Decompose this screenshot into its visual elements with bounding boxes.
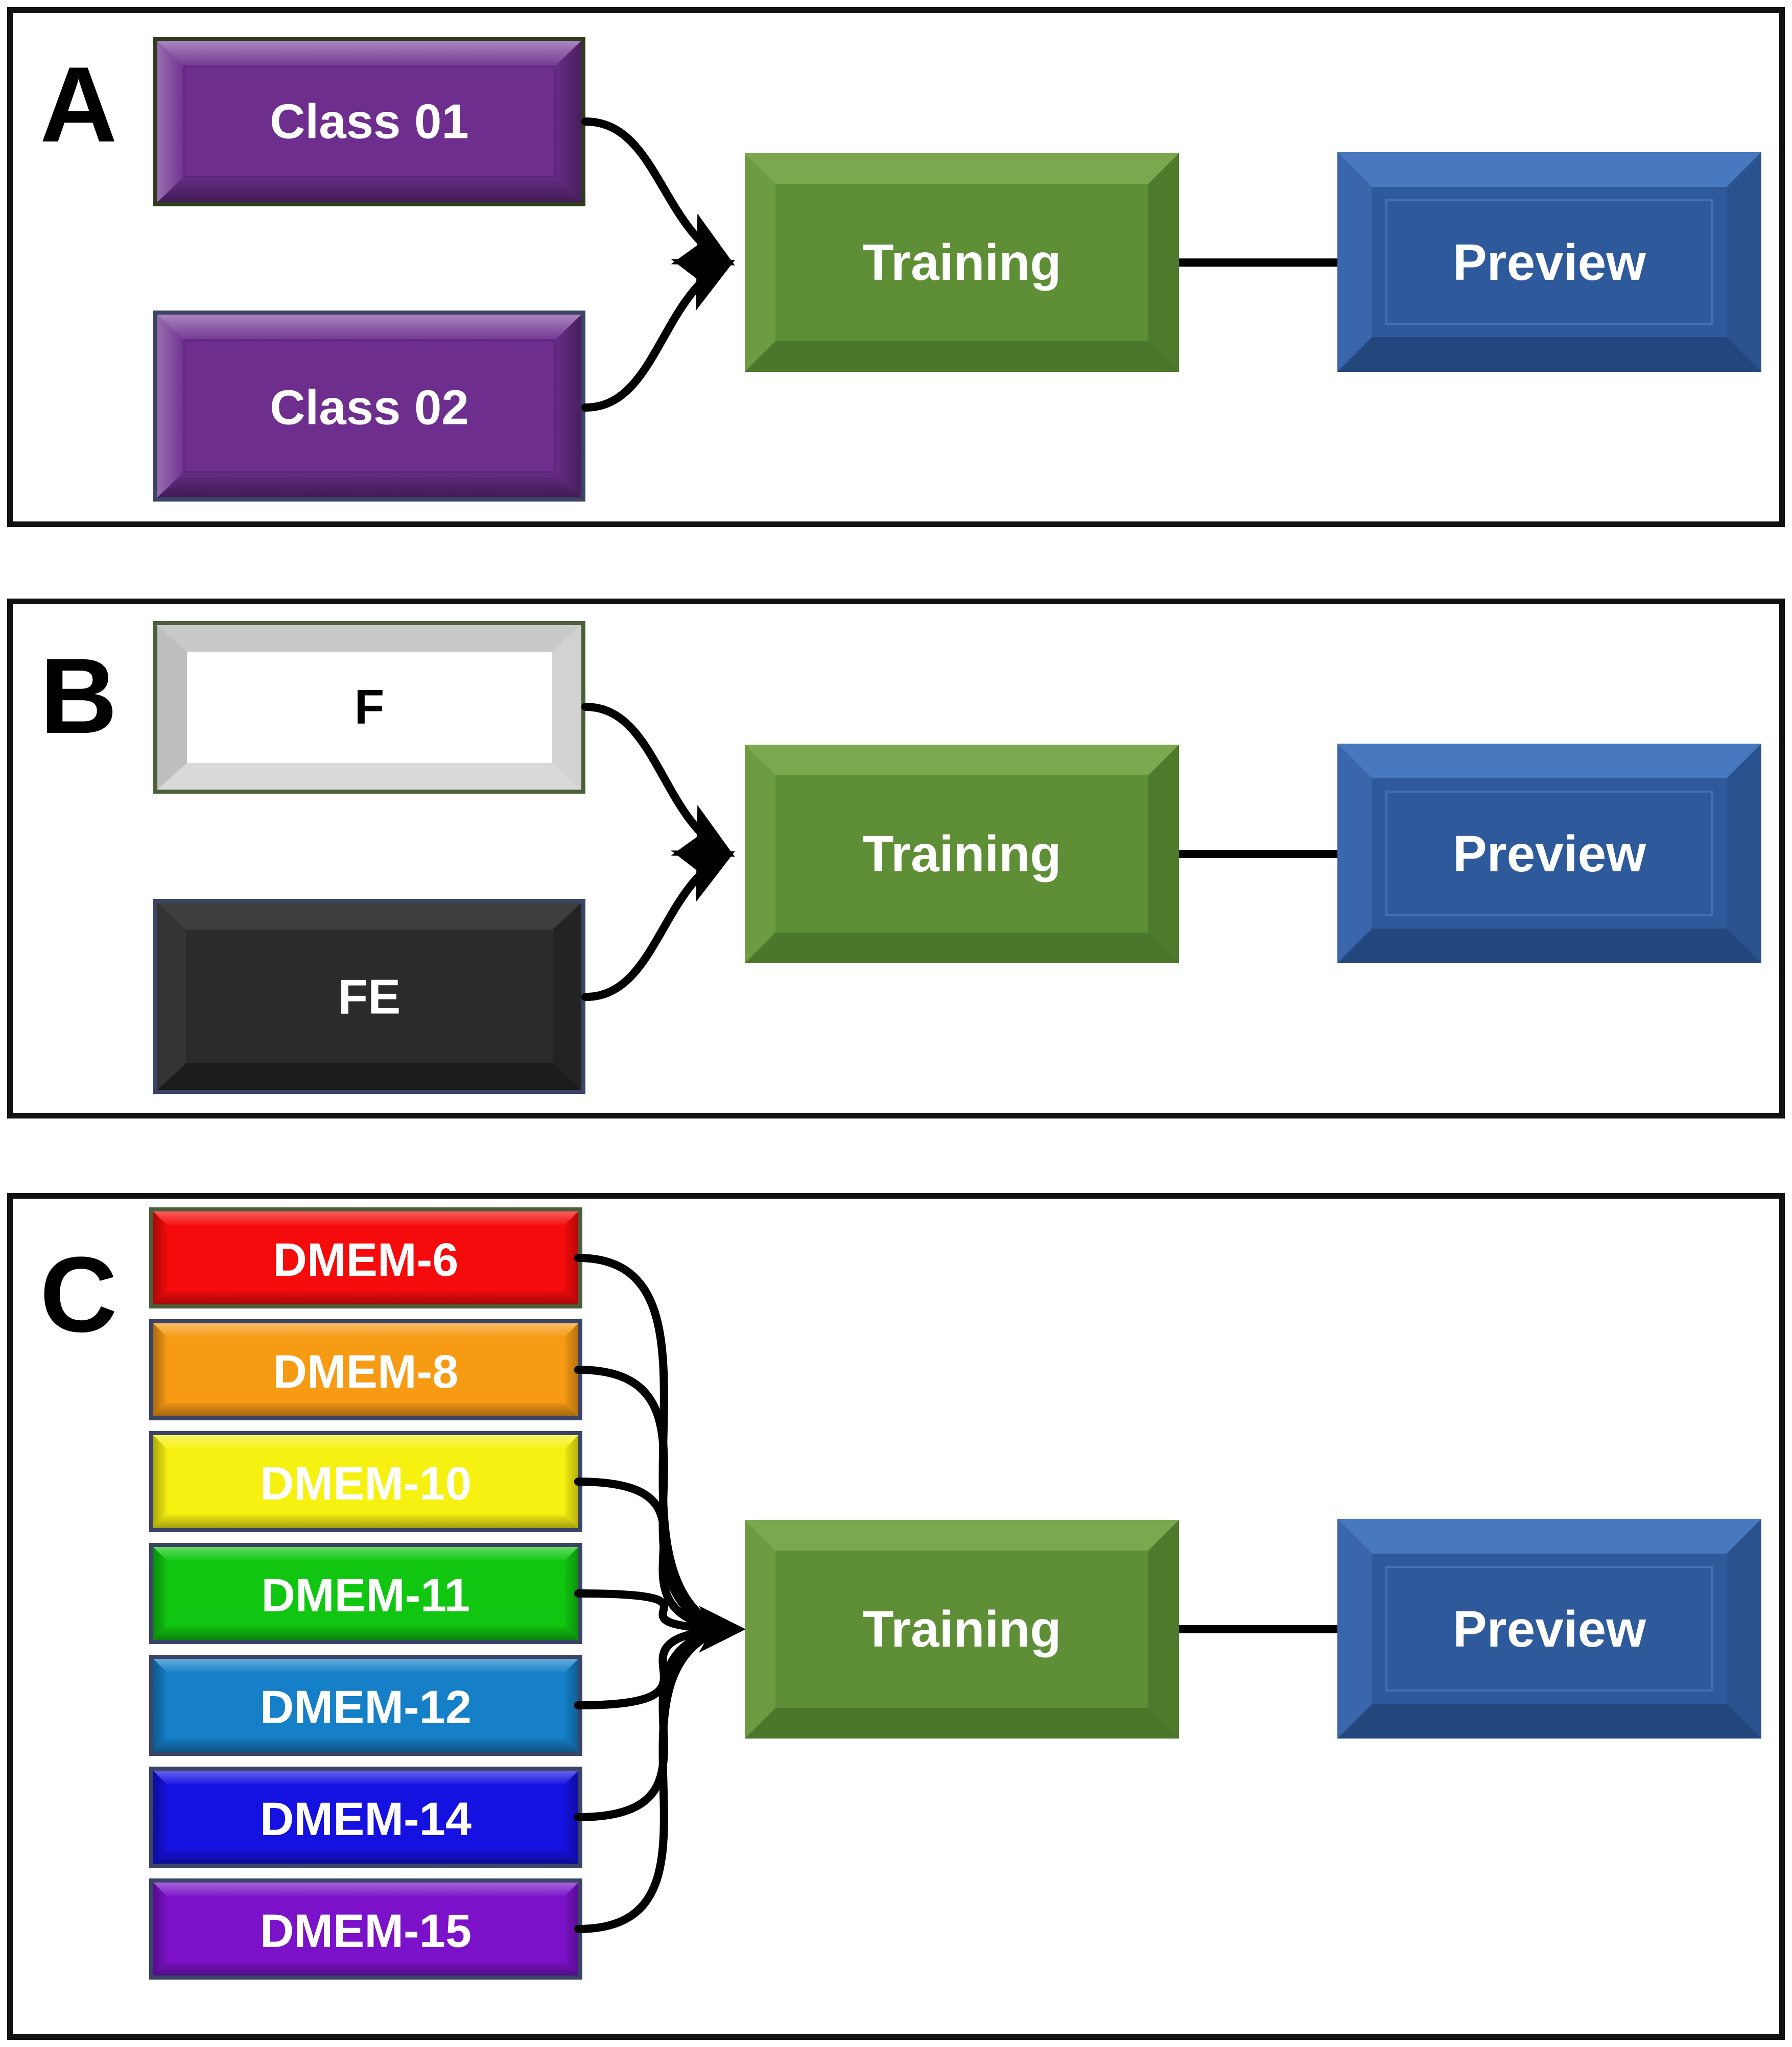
dmem-box-label: DMEM-14 [260, 1793, 471, 1845]
training-label-c: Training [863, 1601, 1062, 1658]
dmem-connector [574, 1625, 726, 1821]
preview-box-c[interactable]: Preview [1337, 1519, 1761, 1739]
dmem-box-label: DMEM-15 [260, 1905, 471, 1957]
f-box[interactable]: F [153, 621, 585, 794]
panel-c-letter: C [40, 1234, 117, 1354]
preview-label-a: Preview [1453, 234, 1646, 291]
connector-f-training [581, 703, 735, 857]
dmem-box-label: DMEM-6 [273, 1234, 459, 1286]
dmem-connector [574, 1625, 726, 1933]
fe-box[interactable]: FE [153, 899, 585, 1094]
preview-label-c: Preview [1453, 1601, 1646, 1658]
dmem-box[interactable]: DMEM-6 [149, 1207, 582, 1308]
connector-fe-training [581, 850, 735, 1001]
dmem-connector [574, 1254, 726, 1633]
dmem-connector [574, 1478, 726, 1633]
preview-label-b: Preview [1453, 825, 1646, 883]
dmem-box-label: DMEM-11 [262, 1569, 470, 1622]
dmem-box[interactable]: DMEM-8 [149, 1319, 582, 1420]
panel-a-graphics: Class 01 Class 02 [7, 7, 1785, 527]
dmem-box-label: DMEM-10 [260, 1458, 471, 1510]
f-label: F [355, 680, 385, 734]
panel-b-letter: B [40, 636, 117, 756]
dmem-connector [574, 1589, 726, 1633]
class-02-label: Class 02 [270, 380, 469, 435]
dmem-box[interactable]: DMEM-11 [149, 1543, 582, 1644]
dmem-box[interactable]: DMEM-12 [149, 1655, 582, 1756]
panel-b-graphics: F FE [7, 599, 1785, 1118]
training-label-a: Training [863, 234, 1062, 291]
preview-box-a[interactable]: Preview [1337, 152, 1761, 372]
dmem-box[interactable]: DMEM-15 [149, 1878, 582, 1980]
training-box-b[interactable]: Training [745, 745, 1179, 963]
dmem-connector [574, 1366, 726, 1633]
class-01-box[interactable]: Class 01 [153, 37, 585, 206]
dmem-box-list: DMEM-6DMEM-8DMEM-10DMEM-11DMEM-12DMEM-14… [149, 1207, 582, 1980]
connector-class01-training [581, 117, 735, 266]
dmem-box-label: DMEM-8 [273, 1346, 459, 1398]
panel-a-letter: A [40, 44, 117, 164]
converging-arrowhead [699, 1606, 746, 1653]
fe-label: FE [338, 970, 401, 1025]
dmem-box[interactable]: DMEM-14 [149, 1767, 582, 1868]
class-02-box[interactable]: Class 02 [153, 311, 585, 502]
dmem-box-label: DMEM-12 [260, 1681, 471, 1733]
training-label-b: Training [863, 825, 1062, 883]
class-01-label: Class 01 [270, 94, 469, 149]
training-box-c[interactable]: Training [745, 1520, 1179, 1739]
training-box-a[interactable]: Training [745, 153, 1179, 372]
dmem-box[interactable]: DMEM-10 [149, 1431, 582, 1532]
preview-box-b[interactable]: Preview [1337, 744, 1761, 963]
connector-class02-training [581, 259, 735, 412]
dmem-connector-list [574, 1254, 746, 1933]
